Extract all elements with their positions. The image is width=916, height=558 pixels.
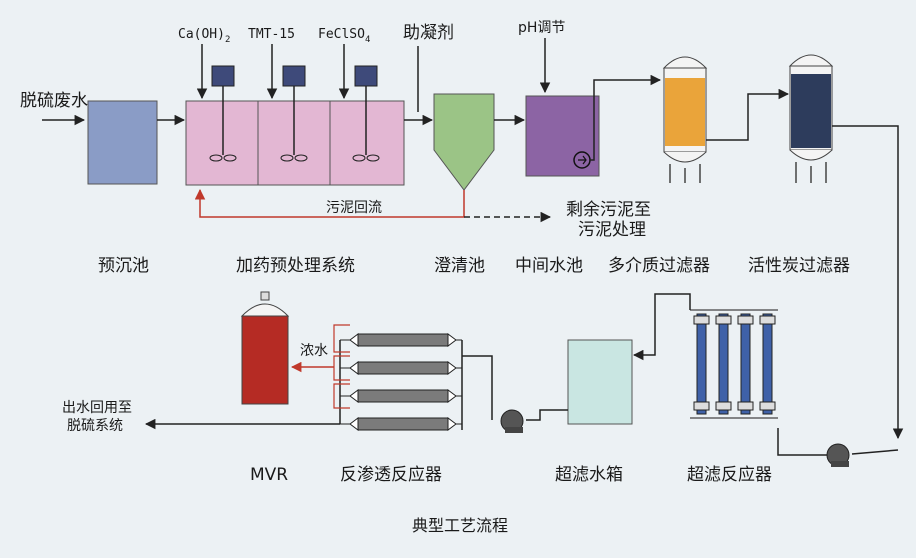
carbon-label: 活性炭过滤器 xyxy=(748,256,850,276)
flow-line-pump-ro xyxy=(462,355,493,420)
presettling-tank xyxy=(87,100,158,185)
wastewater-label: 脱硫废水 xyxy=(20,91,88,111)
presettling-label: 预沉池 xyxy=(98,256,149,276)
uf-tank-label: 超滤水箱 xyxy=(555,465,623,485)
multimedia-label: 多介质过滤器 xyxy=(608,256,710,276)
coagulant-label: 助凝剂 xyxy=(403,23,454,43)
mixer-1 xyxy=(209,65,237,162)
intermediate-label: 中间水池 xyxy=(515,256,583,276)
pretreatment-system xyxy=(185,100,405,186)
chem-feclso4-label: FeClSO4 xyxy=(318,27,370,45)
flow-arrow-uf-tank xyxy=(632,293,691,361)
flow-line-pump-uf xyxy=(777,428,827,456)
uf-water-tank xyxy=(567,339,633,425)
chem-caoh2-label: Ca(OH)2 xyxy=(178,27,230,45)
flow-arrow-multimedia-carbon xyxy=(706,88,790,141)
ro-feed-pump-icon xyxy=(500,409,524,433)
intermediate-tank xyxy=(525,95,600,177)
chem-tmt15-label: TMT-15 xyxy=(248,27,295,42)
concentrate-bracket xyxy=(333,324,350,409)
carbon-filter xyxy=(788,54,834,183)
multimedia-filter xyxy=(662,56,708,183)
ro-label: 反渗透反应器 xyxy=(340,465,442,485)
mixer-3 xyxy=(352,65,380,162)
mixer-2 xyxy=(280,65,308,162)
mvr-unit xyxy=(240,291,290,405)
diagram-caption: 典型工艺流程 xyxy=(412,516,508,535)
outlet-label-2: 脱硫系统 xyxy=(67,418,123,434)
sludge-return-line xyxy=(194,188,465,218)
uf-feed-pump-icon xyxy=(826,443,899,467)
outlet-label-1: 出水回用至 xyxy=(62,400,132,416)
concentrate-label: 浓水 xyxy=(300,343,328,359)
mvr-label: MVR xyxy=(250,465,288,485)
uf-reactor-label: 超滤反应器 xyxy=(687,465,772,485)
ro-reactor xyxy=(339,333,463,431)
pretreatment-label: 加药预处理系统 xyxy=(236,256,355,276)
ph-label: pH调节 xyxy=(518,20,565,36)
excess-sludge-label-1: 剩余污泥至 xyxy=(566,200,651,220)
clarifier-label: 澄清池 xyxy=(434,256,485,276)
sludge-return-label: 污泥回流 xyxy=(326,200,382,216)
clarifier xyxy=(433,93,495,191)
flow-line-tank-pump xyxy=(526,409,568,421)
uf-reactor xyxy=(690,309,778,419)
flow-arrow-intermediate-multimedia xyxy=(590,74,662,161)
excess-sludge-label-2: 污泥处理 xyxy=(578,220,646,240)
flow-line-carbon-down xyxy=(832,125,904,440)
